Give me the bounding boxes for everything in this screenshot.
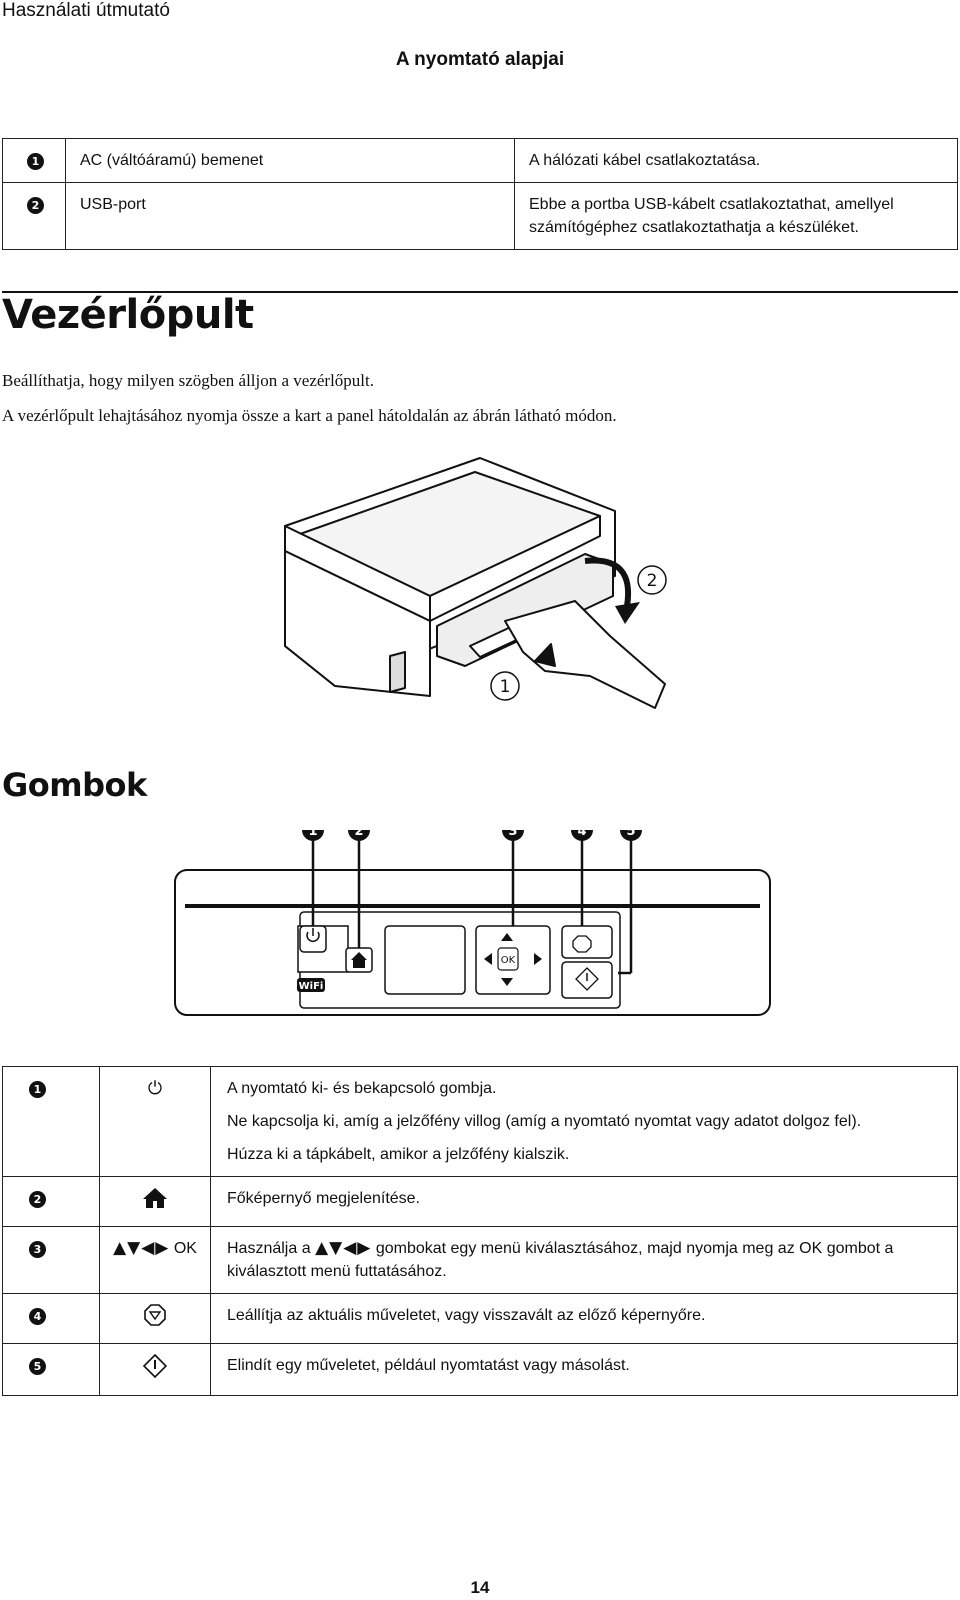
panel-power-icon xyxy=(306,928,320,942)
panel-callout-1: 1 xyxy=(308,830,317,839)
table-row: 1 ⏻ A nyomtató ki- és bekapcsoló gombja.… xyxy=(2,1066,958,1177)
control-panel-heading: Vezérlőpult xyxy=(2,292,254,338)
table-row: 2 USB-port Ebbe a portba USB-kábelt csat… xyxy=(2,182,958,250)
icon-cell xyxy=(99,1343,211,1396)
panel-stop-icon xyxy=(572,935,592,953)
section-header: A nyomtató alapjai xyxy=(395,49,565,70)
ok-label: OK xyxy=(173,1240,197,1257)
panel-wifi-label: WiFi xyxy=(299,981,324,992)
number-badge: 3 xyxy=(29,1241,46,1258)
description-line: Leállítja az aktuális műveletet, vagy vi… xyxy=(227,1307,706,1324)
buttons-heading: Gombok xyxy=(2,766,147,804)
control-panel-paragraph-2: A vezérlőpult lehajtásához nyomja össze … xyxy=(2,406,617,425)
row-number-cell: 5 xyxy=(2,1343,100,1396)
inline-arrow-keys-icon: ▲▼◀▶ xyxy=(315,1238,372,1258)
printer-tilt-illustration: 2 1 xyxy=(284,457,667,709)
description-line: A nyomtató ki- és bekapcsoló gombja. xyxy=(227,1080,497,1097)
connector-description: Ebbe a portba USB-kábelt csatlakoztathat… xyxy=(514,182,958,250)
row-number-cell: 4 xyxy=(2,1293,100,1344)
panel-callout-3: 3 xyxy=(508,830,517,839)
power-icon: ⏻ xyxy=(147,1078,163,1099)
description-line: Húzza ki a tápkábelt, amikor a jelzőfény… xyxy=(227,1146,570,1163)
icon-cell xyxy=(99,1176,211,1227)
number-badge: 5 xyxy=(29,1358,46,1375)
stop-icon xyxy=(144,1304,166,1326)
description-line: Ne kapcsolja ki, amíg a jelzőfény villog… xyxy=(227,1113,862,1130)
description-cell: A nyomtató ki- és bekapcsoló gombja. Ne … xyxy=(210,1066,958,1177)
description-cell: Főképernyő megjelenítése. xyxy=(210,1176,958,1227)
icon-cell: ⏻ xyxy=(99,1066,211,1177)
table-row: 2 Főképernyő megjelenítése. xyxy=(2,1176,958,1227)
arrow-keys-icon: ▲▼◀▶ xyxy=(113,1238,170,1258)
row-number-cell: 2 xyxy=(2,182,66,250)
control-panel-illustration: OK WiFi 1 2 3 4 5 xyxy=(174,830,771,1016)
row-number-cell: 2 xyxy=(2,1176,100,1227)
description-cell: Használja a ▲▼◀▶ gombokat egy menü kivál… xyxy=(210,1226,958,1294)
running-header: Használati útmutató xyxy=(2,0,170,21)
table-row: 3 ▲▼◀▶ OK Használja a ▲▼◀▶ gombokat egy … xyxy=(2,1226,958,1294)
row-number-cell: 1 xyxy=(2,138,66,183)
control-panel-paragraph-1: Beállíthatja, hogy milyen szögben álljon… xyxy=(2,371,375,390)
number-badge: 1 xyxy=(29,1081,46,1098)
panel-home-icon xyxy=(351,952,367,968)
connector-table: 1 AC (váltóáramú) bemenet A hálózati káb… xyxy=(2,138,958,250)
panel-callout-5: 5 xyxy=(626,830,635,839)
number-badge: 4 xyxy=(29,1308,46,1325)
description-line: gombokat egy menü kiválasztásához, majd … xyxy=(227,1240,894,1280)
row-number-cell: 1 xyxy=(2,1066,100,1177)
callout-2: 2 xyxy=(647,571,658,591)
row-number-cell: 3 xyxy=(2,1226,100,1294)
callout-1: 1 xyxy=(500,677,511,697)
description-cell: Leállítja az aktuális műveletet, vagy vi… xyxy=(210,1293,958,1344)
description-line: Használja a xyxy=(227,1240,311,1257)
home-icon xyxy=(143,1188,167,1208)
buttons-table: 1 ⏻ A nyomtató ki- és bekapcsoló gombja.… xyxy=(2,1066,958,1396)
icon-cell: ▲▼◀▶ OK xyxy=(99,1226,211,1294)
icon-cell xyxy=(99,1293,211,1344)
table-row: 5 Elindít egy műveletet, például nyomtat… xyxy=(2,1343,958,1396)
connector-name: AC (váltóáramú) bemenet xyxy=(65,138,515,183)
heading-rule xyxy=(2,291,958,293)
panel-ok-label: OK xyxy=(501,955,516,966)
connector-name: USB-port xyxy=(65,182,515,250)
panel-callout-4: 4 xyxy=(577,830,586,839)
description-cell: Elindít egy műveletet, például nyomtatás… xyxy=(210,1343,958,1396)
number-badge: 2 xyxy=(29,1191,46,1208)
description-line: Főképernyő megjelenítése. xyxy=(227,1190,420,1207)
number-badge: 1 xyxy=(27,153,44,170)
description-line: Elindít egy műveletet, például nyomtatás… xyxy=(227,1357,630,1374)
number-badge: 2 xyxy=(27,197,44,214)
panel-start-icon xyxy=(575,967,599,991)
connector-description: A hálózati kábel csatlakoztatása. xyxy=(514,138,958,183)
table-row: 1 AC (váltóáramú) bemenet A hálózati káb… xyxy=(2,138,958,183)
page-number: 14 xyxy=(470,1578,490,1597)
start-icon xyxy=(142,1353,168,1379)
panel-callout-2: 2 xyxy=(354,830,363,839)
table-row: 4 Leállítja az aktuális műveletet, vagy … xyxy=(2,1293,958,1344)
